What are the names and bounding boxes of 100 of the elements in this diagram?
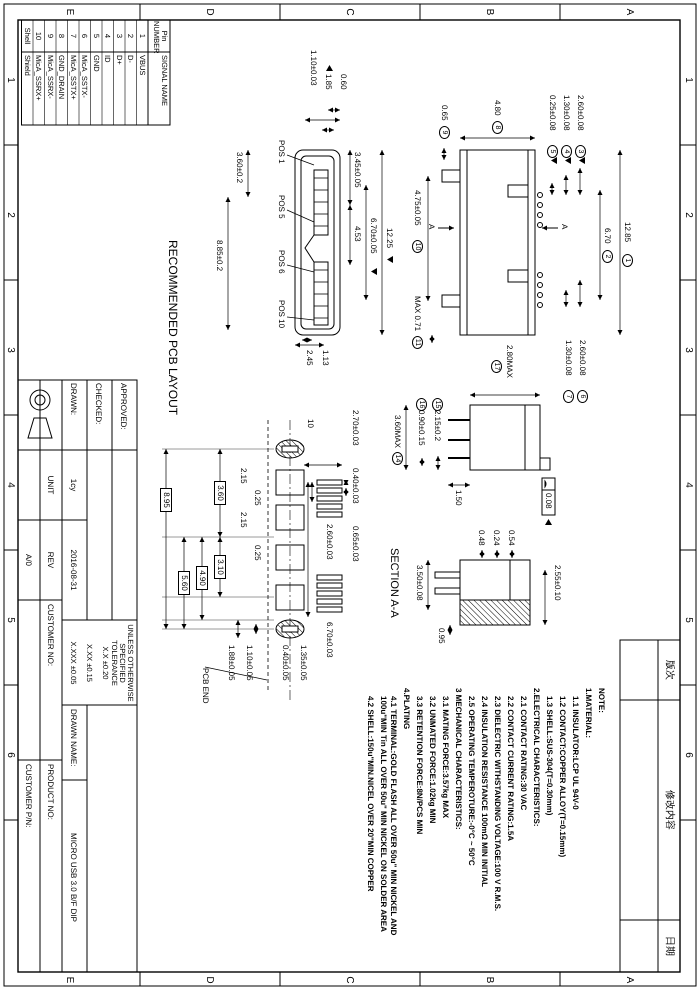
note-text: 4.1 TERMINAL:GOLD FLASH ALL OVER 50u" MIN NICKEL AND 100u"MIN Tin ALL OVER 50u" MIN NICKEL ON SOLDER AREA	[378, 696, 398, 938]
note-text: 4.PLATING	[401, 688, 411, 732]
view-title: SECTION A-A	[388, 548, 400, 618]
dimension-text: 2.60±0.08	[576, 95, 585, 131]
section-letter: A	[427, 224, 436, 230]
dimension-text: 3.60±0.2	[235, 152, 244, 184]
leader-line	[286, 264, 314, 272]
note-text: 2.ELECTRICAL CHARACTERISTICS:	[531, 688, 541, 829]
note-text: 1.3 SHELL:SUS-304(T=0.30mm)	[544, 696, 554, 818]
dimension-text: 1.10±0.05	[245, 645, 254, 681]
dimension-text: 0.25	[253, 545, 262, 561]
dimension-text: 3.45±0.05	[353, 152, 362, 188]
dimension-text: 0.40±0.03	[351, 468, 360, 504]
dimension-text: 3.50±0.08	[415, 565, 424, 601]
boxed-dimension: 8.95	[160, 488, 172, 512]
leader-label: PCB END	[200, 668, 210, 704]
dimension-text: 6.70±0.03	[325, 622, 334, 658]
note-text: 3.1 MATING FORCE:3.57kg MAX	[440, 696, 450, 820]
note-text: 2.5 OPERATING TEMPEROTURE:-0°C ~ 50°C	[466, 696, 476, 868]
dimension-text: 12.25	[385, 228, 394, 248]
zone-marker: 4	[683, 481, 694, 490]
note-text: 3 MECHANICAL CHARACTERISTICS:	[453, 688, 463, 832]
title-block-text: MICRO USB 3.0 B/F DIP	[68, 832, 78, 924]
zone-marker: 2	[683, 211, 694, 220]
title-block-text: APPROVED:	[118, 383, 128, 430]
note-text: NOTE:	[596, 688, 606, 715]
title-block-text: CUSTOMER NO:	[45, 604, 55, 666]
dimension-text: 0.60	[339, 74, 348, 90]
title-block-text: 2016-08-31	[68, 548, 78, 592]
dimension-text: 2.15±0.2	[433, 410, 442, 442]
dimension-text: 1.30±0.08	[564, 340, 573, 376]
dimension-text: 3.60MAX	[393, 415, 402, 448]
leader-line	[286, 210, 314, 222]
title-block-text: PRODUCT NO:	[45, 764, 55, 820]
view-title: RECOMMENDED PCB LAYOUT	[166, 240, 179, 416]
dimension-text: 1.85	[324, 74, 333, 90]
dimension-text: 0.90±0.15	[417, 410, 426, 446]
column-header: 日期	[663, 935, 675, 958]
note-text: 4.2 SHELL:150u"MIN.NICEL OVER 20"MIN COPPER	[365, 696, 375, 894]
dimension-text: 2.60±0.03	[325, 524, 334, 560]
boxed-dimension: 4.90	[196, 566, 208, 590]
zone-marker: D	[204, 975, 215, 986]
dimension-text: 1.13	[321, 350, 330, 366]
boxed-dimension: 3.60	[214, 481, 226, 505]
note-text: 2.1 CONTACT RATING:30 VAC	[518, 696, 528, 812]
zone-marker: D	[204, 7, 215, 18]
note-text: 3.3 RETENTION FORCE:8N/PCS MIN	[414, 696, 424, 836]
dimension-text: 4.53	[353, 226, 362, 242]
dimension-text: 2.70±0.03	[351, 410, 360, 446]
dimension-text: 0.25	[253, 490, 262, 506]
column-header: 版次	[663, 659, 675, 682]
zone-marker: 3	[5, 346, 16, 355]
title-block-text: DRAWN:	[68, 383, 78, 416]
dimension-text: 6.70±0.05	[369, 218, 378, 254]
zone-marker: 6	[5, 751, 16, 760]
boxed-dimension: 3.10	[214, 555, 226, 579]
section-letter: A	[560, 224, 569, 230]
dimension-text: 0.95	[437, 628, 446, 644]
note-text: 3.2 UNMATED FORCE:1.02kg MIN	[427, 696, 437, 826]
dimension-text: 4.80	[493, 100, 502, 116]
dimension-text: 12.85	[623, 222, 632, 242]
zone-marker: B	[484, 8, 495, 18]
dimension-text: 1.35±0.05	[299, 645, 308, 681]
zone-marker: A	[624, 976, 635, 986]
dimension-text: 0.48	[477, 530, 486, 546]
leader-label: POS 6	[276, 250, 286, 274]
dimension-text: MAX 0.71	[413, 296, 422, 332]
note-text: 1.1 INSULATOR:LCP UL 94V-0	[570, 696, 580, 812]
dimension-text: 0.25±0.08	[548, 95, 557, 131]
dimension-text: 2.55±0.10	[553, 565, 562, 601]
dimension-text: 0.65	[440, 105, 449, 121]
zone-marker: B	[484, 976, 495, 986]
note-text: 1.MATERIAL:	[583, 688, 593, 740]
leader-line	[204, 666, 268, 680]
zone-marker: E	[64, 976, 75, 986]
dimension-text: 0.65±0.03	[351, 526, 360, 562]
zone-marker: A	[624, 8, 635, 18]
dimension-text: 0.54	[507, 530, 516, 546]
dimension-text: 0.24	[492, 530, 501, 546]
title-block-text: CUSTOMER P/N:	[23, 764, 33, 828]
dimension-text: 4.75±0.05	[413, 190, 422, 226]
tolerance-value: 0.08	[544, 493, 553, 509]
title-block-text: REV	[45, 550, 55, 570]
title-block-text: UNIT	[45, 474, 55, 496]
dimension-text: 1.50	[454, 490, 463, 506]
dimension-text: 0.40±0.05	[281, 645, 290, 681]
dimension-text: 6.70	[603, 228, 612, 244]
dimension-text: 1.30±0.08	[562, 95, 571, 131]
note-text: 2.3 DIELECTRIC WITHSTANDING VOLTAGE:100 V R.M.S.	[492, 696, 502, 914]
zone-marker: 1	[5, 76, 16, 85]
dimension-text: 8.85±0.2	[215, 240, 224, 272]
note-text: 2.4 INSULATION RESISTANCE 100mΩ MIN INITIAL	[479, 696, 489, 890]
leader-label: POS 5	[276, 195, 286, 219]
dimension-text: 1.10±0.03	[309, 50, 318, 86]
title-block-text: A/0	[23, 552, 33, 568]
zone-marker: 6	[683, 751, 694, 760]
pin-label: 10	[306, 419, 315, 428]
dimension-text: 2.15	[239, 468, 248, 484]
note-text: 2.2 CONTACT CURRENT RATING:1.5A	[505, 696, 515, 844]
zone-marker: C	[344, 975, 355, 986]
